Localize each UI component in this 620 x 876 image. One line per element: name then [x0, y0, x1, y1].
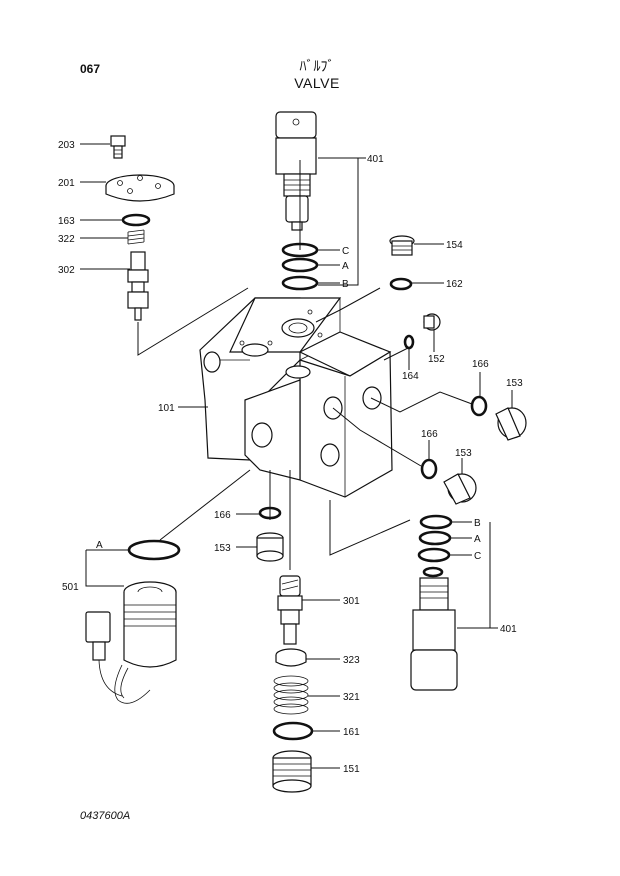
- callout-301: 301: [343, 596, 360, 607]
- plug-152: [423, 313, 441, 331]
- callout-153-left: 153: [214, 543, 231, 554]
- callout-161: 161: [343, 727, 360, 738]
- callout-101: 101: [158, 403, 175, 414]
- guide-lines: [137, 160, 473, 570]
- callout-leaders: [80, 143, 513, 769]
- callout-ring-a-left: A: [96, 540, 103, 551]
- valve-body-101: [199, 297, 393, 498]
- callout-154: 154: [446, 240, 463, 251]
- callout-163: 163: [58, 216, 75, 227]
- plug-153-right: [495, 407, 527, 441]
- callout-153-mid: 153: [455, 448, 472, 459]
- ring-b-top: [281, 275, 319, 291]
- ring-a-bottom: [418, 530, 452, 546]
- ring-b-bottom: [419, 514, 453, 530]
- callout-302: 302: [58, 265, 75, 276]
- solenoid-valve-401-top: [275, 111, 317, 231]
- callout-ring-b-top: B: [342, 279, 349, 290]
- oring-162: [389, 277, 413, 291]
- title-english: VALVE: [294, 75, 340, 91]
- oring-164: [403, 334, 415, 350]
- callout-ring-c-bottom: C: [474, 551, 481, 562]
- callout-201: 201: [58, 178, 75, 189]
- callout-164: 164: [402, 371, 419, 382]
- callout-166-right: 166: [472, 359, 489, 370]
- callout-323: 323: [343, 655, 360, 666]
- plug-153-mid: [443, 473, 477, 505]
- drawing-number: 0437600A: [80, 810, 131, 822]
- callout-401-bottom: 401: [500, 624, 517, 635]
- callout-321: 321: [343, 692, 360, 703]
- callout-322: 322: [58, 234, 75, 245]
- callout-166-mid: 166: [421, 429, 438, 440]
- callout-501: 501: [62, 582, 79, 593]
- ring-a-left: [127, 539, 181, 561]
- callout-ring-c-top: C: [342, 246, 349, 257]
- oring-163: [121, 213, 151, 227]
- oring-166-mid: [420, 458, 438, 480]
- coil-501: [85, 581, 177, 704]
- spring-321: [273, 675, 309, 715]
- solenoid-valve-401-bottom: [410, 566, 458, 691]
- spool-301: [277, 575, 303, 645]
- callout-ring-a-bottom: A: [474, 534, 481, 545]
- spool-302: [127, 251, 149, 321]
- callout-ring-a-top: A: [342, 261, 349, 272]
- callout-152: 152: [428, 354, 445, 365]
- plug-154: [389, 235, 415, 256]
- callout-labels: 203 201 163 322 302 401 C A B 154 162 15…: [58, 140, 523, 775]
- callout-162: 162: [446, 279, 463, 290]
- bolt-203: [110, 135, 126, 159]
- spring-322: [127, 229, 145, 245]
- title-japanese: ﾊﾞﾙﾌﾞ: [299, 58, 335, 74]
- seat-323: [275, 648, 307, 667]
- ring-a-top: [281, 257, 319, 273]
- cover-201: [105, 174, 175, 202]
- plug-151: [272, 750, 312, 793]
- plug-153-left: [256, 532, 284, 562]
- page-number: 067: [80, 62, 101, 76]
- oring-166-right: [470, 395, 488, 417]
- callout-ring-b-bottom: B: [474, 518, 481, 529]
- callout-151: 151: [343, 764, 360, 775]
- callout-401-top: 401: [367, 154, 384, 165]
- oring-161: [272, 721, 314, 741]
- callout-166-left: 166: [214, 510, 231, 521]
- callout-153-right: 153: [506, 378, 523, 389]
- ring-c-bottom: [417, 547, 451, 563]
- callout-203: 203: [58, 140, 75, 151]
